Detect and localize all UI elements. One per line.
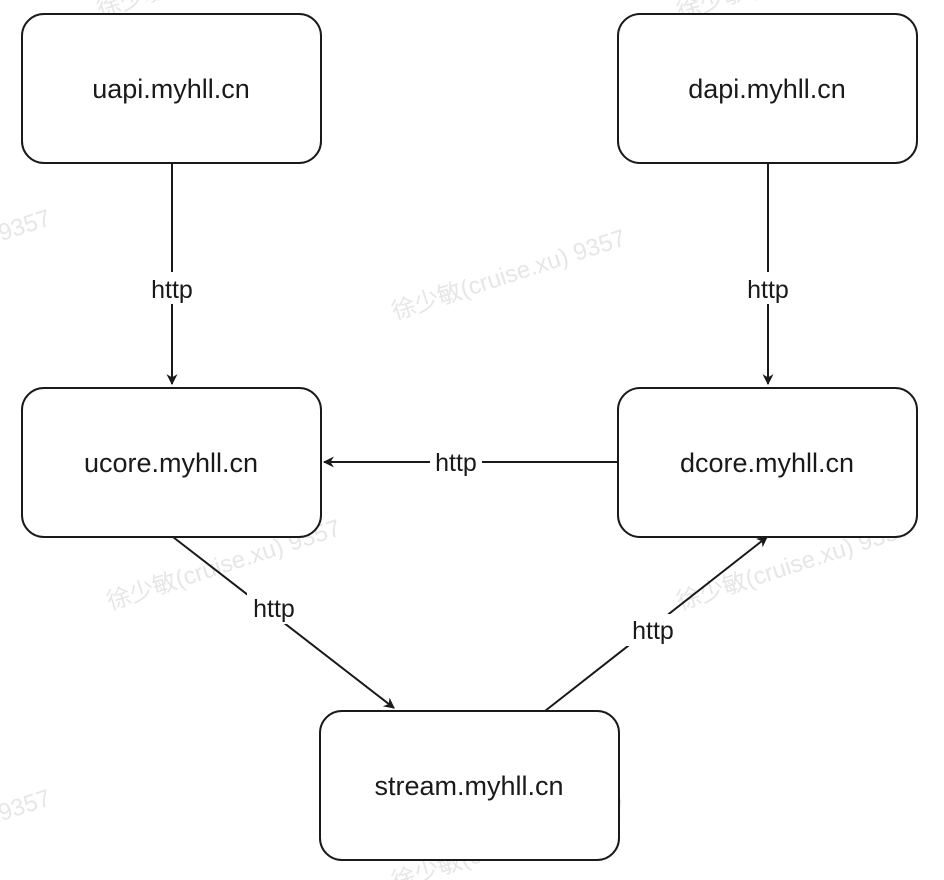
node-dapi: dapi.myhll.cn — [617, 13, 918, 164]
watermark-text: 徐少敏(cruise.xu) 9357 — [0, 205, 54, 306]
edge-stream-to-dcore: http — [544, 536, 768, 712]
edge-dcore-to-ucore: http — [322, 446, 618, 477]
node-label-dcore: dcore.myhll.cn — [680, 448, 854, 478]
edge-label-ucore-stream: http — [253, 595, 295, 623]
edge-uapi-to-ucore: http — [145, 163, 199, 386]
node-label-stream: stream.myhll.cn — [374, 771, 563, 801]
watermark-text: 徐少敏(cruise.xu) 9357 — [0, 785, 54, 880]
edge-label-uapi-ucore: http — [151, 276, 193, 304]
node-label-ucore: ucore.myhll.cn — [84, 448, 258, 478]
node-stream: stream.myhll.cn — [319, 710, 620, 861]
edge-ucore-to-stream: http — [172, 536, 395, 709]
node-ucore: ucore.myhll.cn — [21, 387, 322, 538]
node-dcore: dcore.myhll.cn — [617, 387, 918, 538]
watermark-text: 徐少敏(cruise.xu) 9357 — [389, 225, 629, 326]
edge-label-dapi-dcore: http — [747, 276, 789, 304]
edge-label-dcore-ucore: http — [435, 449, 477, 477]
node-label-uapi: uapi.myhll.cn — [92, 74, 250, 104]
node-label-dapi: dapi.myhll.cn — [688, 74, 846, 104]
node-uapi: uapi.myhll.cn — [21, 13, 322, 164]
edge-label-stream-dcore: http — [632, 617, 674, 645]
edge-dapi-to-dcore: http — [741, 163, 795, 386]
